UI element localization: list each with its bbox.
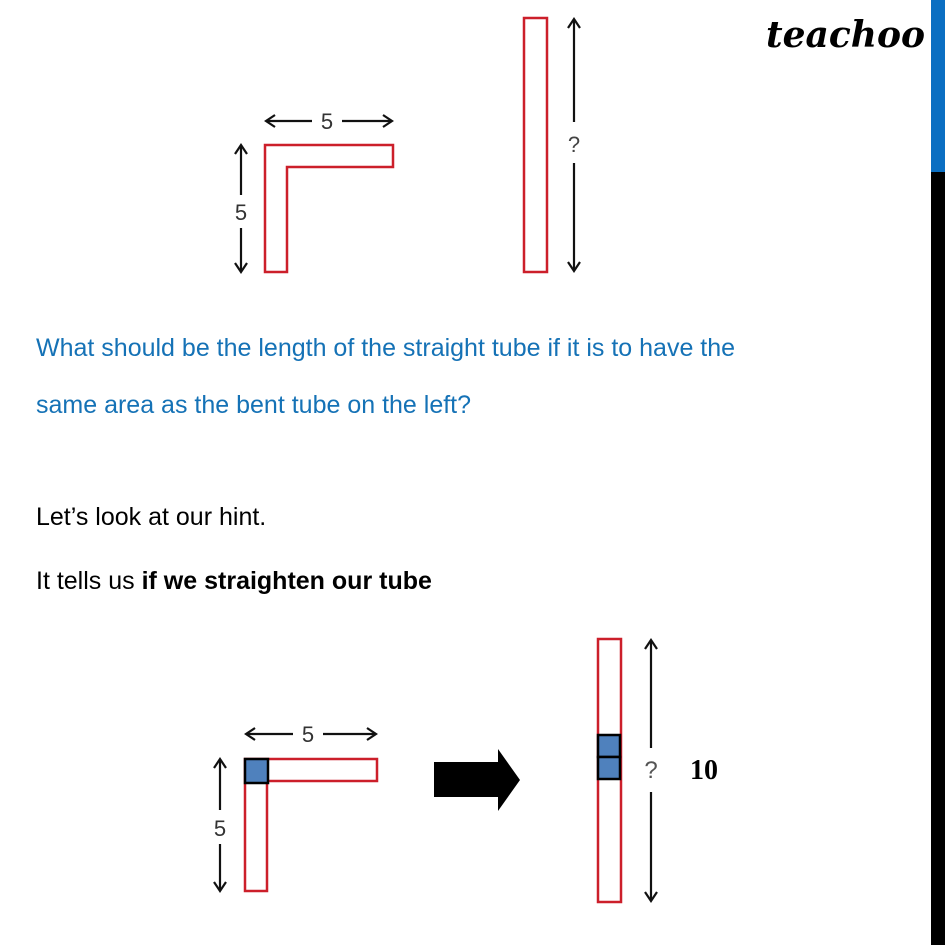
length-label: ? <box>644 757 657 784</box>
width-label: 5 <box>321 109 333 134</box>
teachoo-logo: teachoo <box>766 14 925 56</box>
explanation-line-2: It tells us if we straighten our tube <box>36 567 432 596</box>
figure-bottom: 5 5 ? 10 <box>213 637 718 904</box>
height-label: 5 <box>235 200 247 225</box>
width-dimension-arrow: 5 <box>244 722 378 747</box>
answer-label: 10 <box>690 755 718 786</box>
explanation-prefix: It tells us <box>36 567 142 595</box>
highlight-square-1 <box>596 733 622 759</box>
length-label: ? <box>568 132 580 157</box>
question-line-1: What should be the length of the straigh… <box>36 334 736 362</box>
figure-top: 5 5 ? <box>234 16 581 274</box>
question-line-2: same area as the bent tube on the left? <box>36 391 472 419</box>
height-label: 5 <box>214 816 226 841</box>
bent-tube-shape <box>263 143 395 274</box>
straight-tube-shape <box>522 16 549 274</box>
sidebar-bar <box>931 172 945 945</box>
width-dimension-arrow: 5 <box>264 109 394 134</box>
highlight-square <box>243 757 270 785</box>
sidebar-accent-bar <box>931 0 945 172</box>
explanation-line-1: Let’s look at our hint. <box>36 503 267 531</box>
width-label: 5 <box>302 722 314 747</box>
length-dimension-arrow: ? <box>567 17 581 273</box>
highlight-square-2 <box>596 755 622 781</box>
height-dimension-arrow: 5 <box>234 143 248 274</box>
height-dimension-arrow: 5 <box>213 757 227 893</box>
explanation-emphasis: if we straighten our tube <box>141 567 432 595</box>
length-dimension-arrow: ? <box>644 638 658 903</box>
right-arrow-icon <box>434 749 520 811</box>
